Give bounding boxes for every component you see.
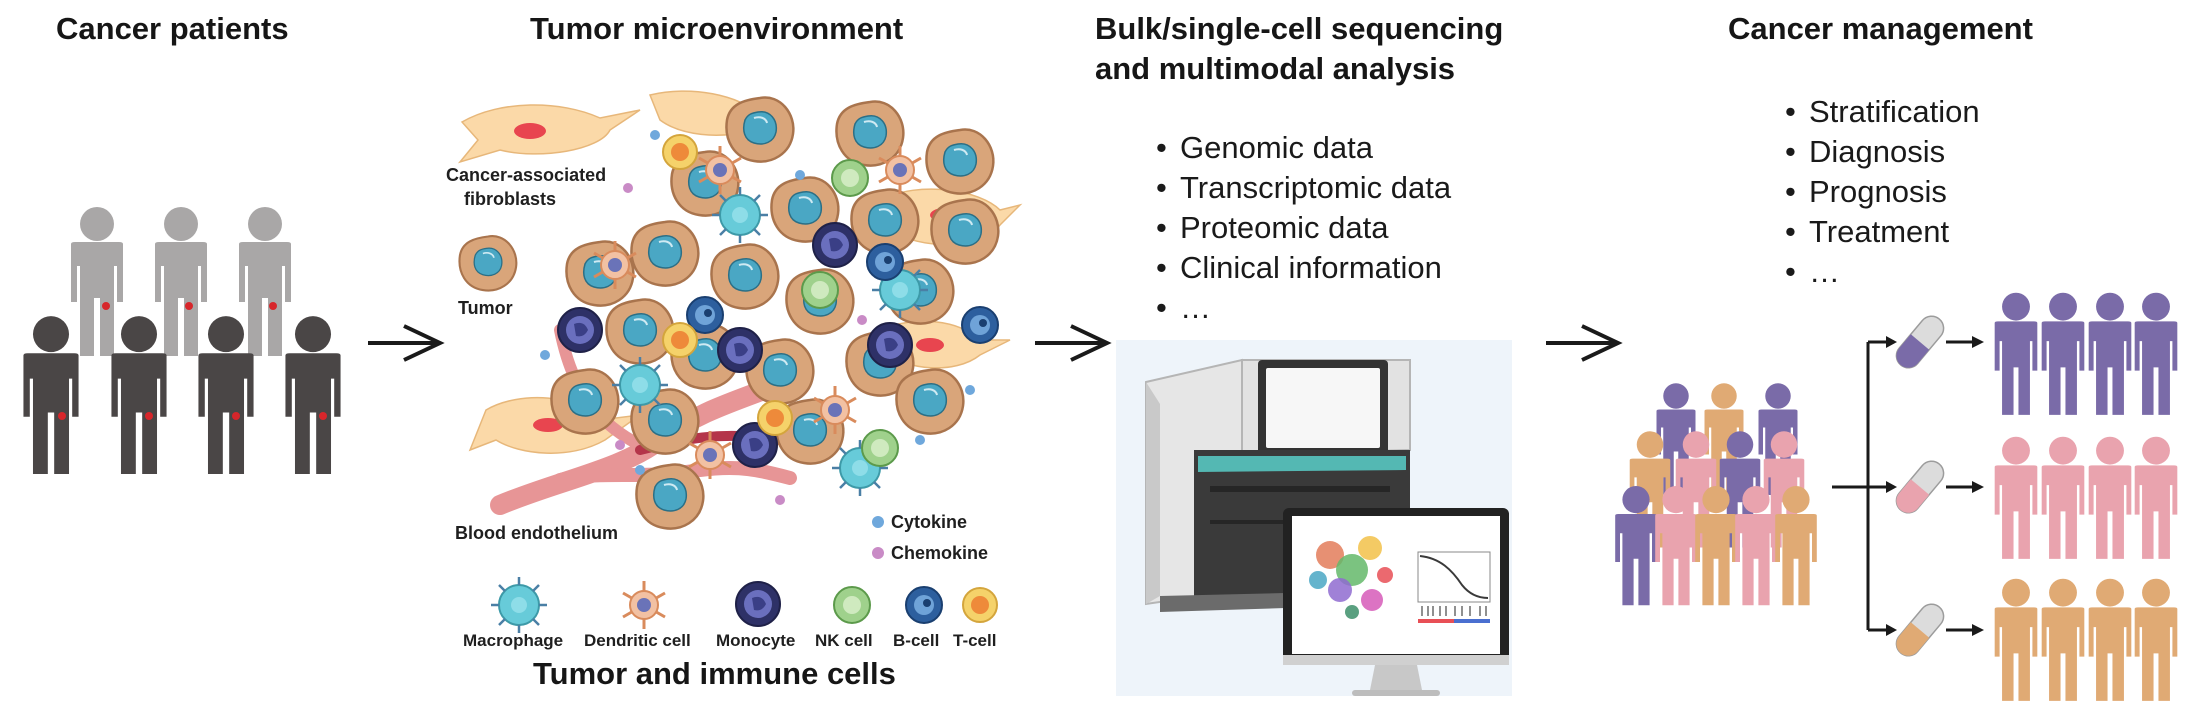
- list-item: Diagnosis: [1785, 132, 1980, 172]
- chemokine-dots: [615, 183, 867, 505]
- arrow-icon: [1546, 324, 1623, 362]
- tme-title: Tumor microenvironment: [530, 11, 904, 46]
- tumor-microenvironment-illustration: Cancer-associated fibroblasts Tumor Bloo…: [446, 90, 1023, 650]
- management-list: Stratification Diagnosis Prognosis Treat…: [1785, 92, 1980, 292]
- cytokine-dots: [540, 130, 975, 475]
- sequencing-illustration: [1116, 340, 1512, 696]
- mixed-patient-group: [1615, 383, 1817, 606]
- list-item: Clinical information: [1156, 248, 1451, 288]
- chemokine-label: Chemokine: [891, 543, 988, 563]
- b-cell-icon: [905, 586, 943, 624]
- tumor-cell: [458, 234, 518, 292]
- group-orange: [1994, 578, 2178, 701]
- list-item: Stratification: [1785, 92, 1980, 132]
- cell-type-legend: Macrophage Dendritic cell Monocyte NK ce…: [463, 575, 998, 650]
- legend-label-macrophage: Macrophage: [463, 631, 563, 650]
- patients-back-tumors: [102, 302, 277, 310]
- nk-cell-icon: [833, 586, 871, 624]
- molecule-legend: Cytokine Chemokine: [872, 512, 988, 563]
- legend-label-nk: NK cell: [815, 631, 873, 650]
- caf-label-line1: Cancer-associated: [446, 165, 606, 185]
- patients-back-row: [71, 207, 291, 356]
- list-item: Proteomic data: [1156, 208, 1451, 248]
- list-item: Treatment: [1785, 212, 1980, 252]
- cytokine-icon: [872, 516, 884, 528]
- list-item: …: [1156, 288, 1451, 328]
- pill-icon: [1895, 460, 1945, 514]
- tme-subtitle: Tumor and immune cells: [533, 656, 896, 691]
- pill-icon: [1895, 603, 1945, 657]
- group-pink: [1994, 436, 2178, 559]
- sequencing-title-line1: Bulk/single-cell sequencing: [1095, 11, 1504, 46]
- arrow-icon: [1035, 324, 1112, 362]
- umap-plot: [1309, 536, 1393, 619]
- monitor-icon: [1283, 508, 1509, 696]
- sequencing-title-line2: and multimodal analysis: [1095, 51, 1456, 86]
- group-purple: [1994, 292, 2178, 415]
- stratification-branches: [1832, 336, 1984, 636]
- list-item: Prognosis: [1785, 172, 1980, 212]
- blood-endothelium-label: Blood endothelium: [455, 523, 618, 543]
- legend-label-tcell: T-cell: [953, 631, 996, 650]
- arrow-icon: [368, 324, 445, 362]
- chemokine-icon: [872, 547, 884, 559]
- list-item: Transcriptomic data: [1156, 168, 1451, 208]
- list-item: …: [1785, 252, 1980, 292]
- pill-icon: [1895, 315, 1945, 369]
- t-cell-icon: [962, 587, 998, 623]
- list-item: Genomic data: [1156, 128, 1451, 168]
- tumor-label: Tumor: [458, 298, 513, 318]
- caf-label-line2: fibroblasts: [464, 189, 556, 209]
- patients-title: Cancer patients: [56, 11, 289, 46]
- flow-arrows: [368, 324, 1623, 362]
- macrophage-icon: [489, 575, 549, 635]
- management-title: Cancer management: [1728, 11, 2033, 46]
- monocyte-icon: [735, 581, 781, 627]
- legend-label-monocyte: Monocyte: [716, 631, 795, 650]
- dendritic-cell-icon: [621, 579, 667, 631]
- legend-label-dendritic: Dendritic cell: [584, 631, 691, 650]
- patients-front-row: [23, 316, 341, 475]
- legend-label-bcell: B-cell: [893, 631, 939, 650]
- enrichment-plot: [1417, 551, 1491, 623]
- cytokine-label: Cytokine: [891, 512, 967, 532]
- sequencing-data-list: Genomic data Transcriptomic data Proteom…: [1156, 128, 1451, 328]
- patients-front-tumors: [58, 412, 327, 420]
